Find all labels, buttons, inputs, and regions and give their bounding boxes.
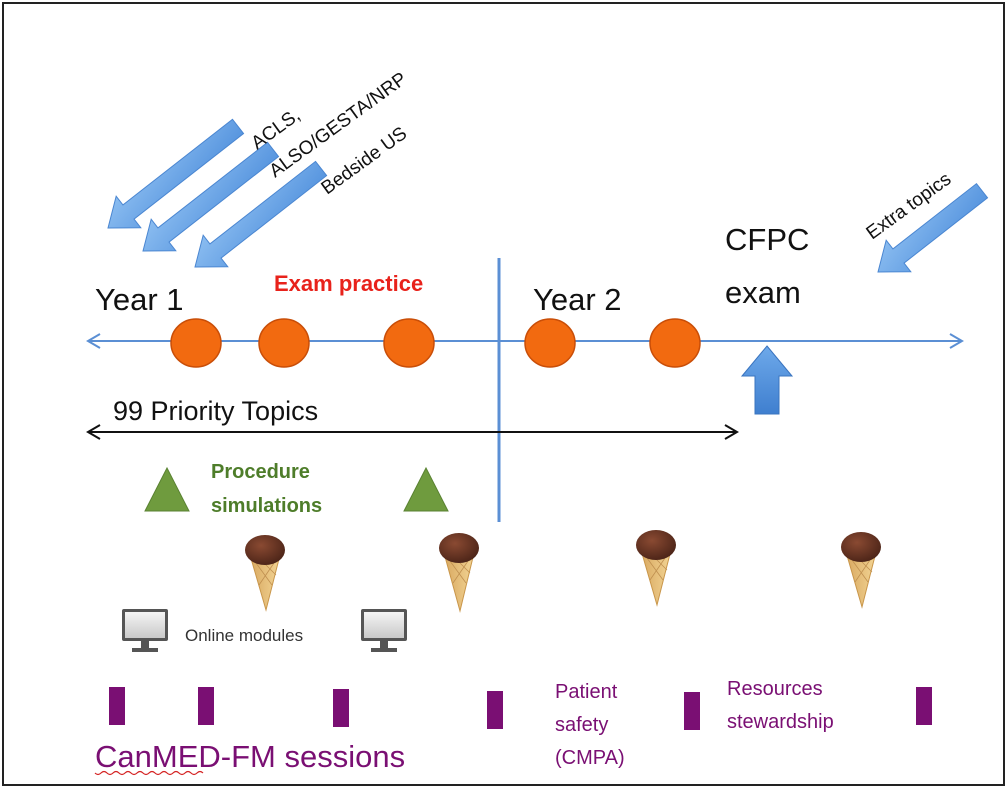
- exam-dot: [524, 318, 576, 368]
- canmed-fm-label: CanMED-FM sessions: [95, 739, 405, 774]
- cfpc-label-line1: CFPC: [725, 222, 809, 257]
- session-marker: [198, 687, 214, 725]
- year-1-label: Year 1: [95, 282, 184, 317]
- exam-dot: [170, 318, 222, 368]
- exam-dot: [649, 318, 701, 368]
- computer-monitor-icon: [122, 609, 168, 652]
- canmed-session-markers: [109, 687, 932, 730]
- simulation-triangle-icon: [403, 466, 449, 512]
- procedure-label-line2: simulations: [211, 495, 322, 517]
- resources-line2: stewardship: [727, 711, 834, 733]
- canmed-suffix: -FM sessions: [221, 739, 405, 774]
- acls-arrow-icon: [107, 118, 245, 229]
- session-marker: [487, 691, 503, 729]
- bedside-us-arrow-icon: [194, 160, 328, 268]
- exam-dot: [383, 318, 435, 368]
- patient-safety-line2: safety: [555, 714, 608, 736]
- resources-line1: Resources: [727, 678, 823, 700]
- patient-safety-line3: (CMPA): [555, 747, 625, 769]
- extra-topics-arrow-icon: [877, 182, 989, 273]
- exam-dot: [258, 318, 310, 368]
- exam-practice-dots: [170, 318, 701, 368]
- priority-topics-label: 99 Priority Topics: [113, 396, 318, 426]
- session-marker: [916, 687, 932, 725]
- spellcheck-underline: [94, 770, 204, 776]
- ice-cream-cone-icon: [245, 535, 285, 612]
- year-2-label: Year 2: [533, 282, 622, 317]
- session-marker: [333, 689, 349, 727]
- session-marker: [109, 687, 125, 725]
- cfpc-exam-up-arrow-icon: [740, 345, 794, 415]
- computer-monitor-icon: [361, 609, 407, 652]
- also-arrow-icon: [142, 141, 280, 252]
- canmed-prefix: CanMED: [95, 739, 221, 774]
- online-modules-label: Online modules: [185, 626, 303, 645]
- ice-cream-cone-icon: [841, 532, 881, 609]
- incoming-course-arrows: [107, 118, 989, 273]
- exam-practice-label: Exam practice: [274, 271, 423, 296]
- priority-topics-arrow: [86, 424, 739, 440]
- patient-safety-line1: Patient: [555, 681, 618, 703]
- simulation-triangle-icon: [144, 466, 190, 512]
- cfpc-label-line2: exam: [725, 275, 801, 310]
- ice-cream-cone-icon: [636, 530, 676, 607]
- session-marker: [684, 692, 700, 730]
- ice-cream-cone-icon: [439, 533, 479, 613]
- procedure-label-line1: Procedure: [211, 461, 310, 483]
